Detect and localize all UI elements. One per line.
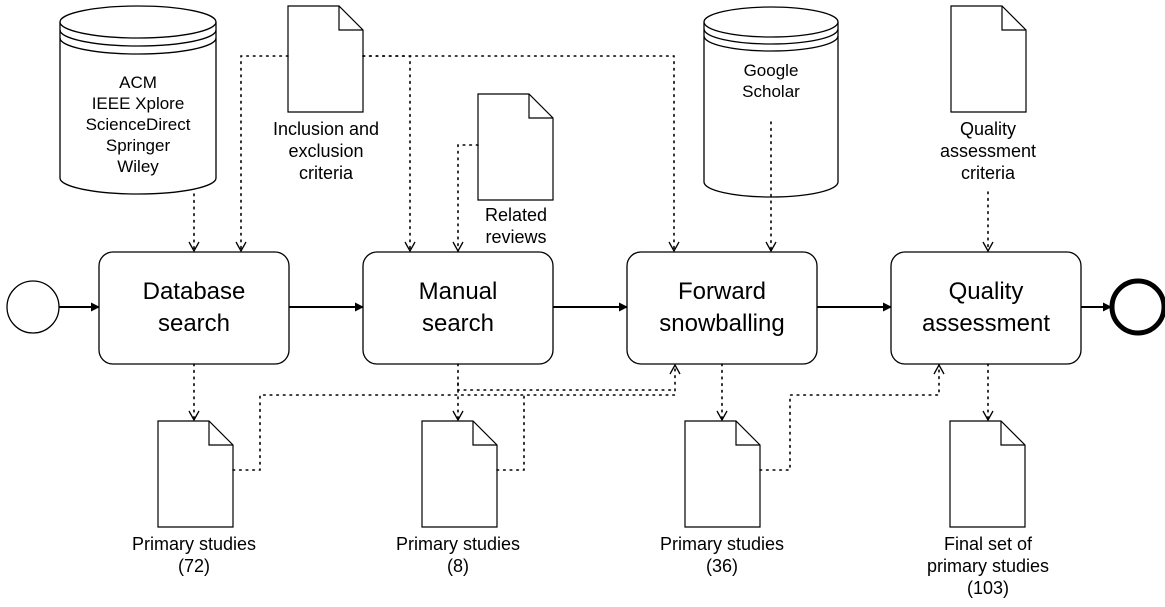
output-103-line-1: Final set of [943, 534, 1033, 554]
output-72-line-2: (72) [177, 556, 210, 576]
assoc-related-reviews-to-manual-search [452, 144, 479, 253]
inclusion-criteria-label: Inclusion and exclusion criteria [246, 118, 406, 184]
assoc-output-36-to-quality [759, 363, 945, 471]
output-103-line-2: primary studies [926, 556, 1050, 576]
task-4-line-1: Quality [948, 278, 1024, 305]
output-8-line-1: Primary studies [395, 534, 521, 554]
task-4-line-2: assessment [921, 310, 1051, 337]
quality-criteria-label: Quality assessment criteria [918, 118, 1058, 184]
source-ieee-xplore: IEEE Xplore [91, 94, 185, 113]
source-springer: Springer [105, 136, 171, 155]
output-8-line-2: (8) [447, 556, 469, 576]
inclusion-line-3: criteria [298, 163, 353, 183]
task-database-search-label: Database search [99, 276, 289, 340]
quality-criteria-document [950, 5, 1027, 113]
source-acm: ACM [119, 73, 157, 92]
output-103-line-3: (103) [966, 578, 1010, 598]
output-72-label: Primary studies (72) [114, 533, 274, 577]
assoc-inclusion-to-forward-snowballing [362, 55, 680, 253]
database-sources-label: ACM IEEE Xplore ScienceDirect Springer W… [60, 72, 216, 177]
assoc-inclusion-to-database-search [235, 55, 289, 253]
task-1-line-2: search [157, 310, 231, 337]
output-36-line-2: (36) [705, 556, 738, 576]
output-document-8 [421, 420, 498, 528]
inclusion-line-1: Inclusion and [272, 119, 380, 139]
related-line-1: Related [484, 205, 548, 225]
quality-criteria-line-1: Quality [959, 119, 1017, 139]
inclusion-line-2: exclusion [288, 141, 364, 161]
output-document-72 [157, 420, 234, 528]
task-3-line-2: snowballing [659, 310, 785, 337]
scholar-line-1: Google [743, 61, 799, 80]
related-reviews-label: Related reviews [466, 204, 566, 248]
output-document-103 [949, 420, 1026, 528]
source-sciencedirect: ScienceDirect [85, 115, 191, 134]
task-forward-snowballing-label: Forward snowballing [627, 276, 817, 340]
task-manual-search-label: Manual search [363, 276, 553, 340]
assoc-output-8-to-forward [496, 394, 525, 471]
inclusion-criteria-document [287, 5, 364, 113]
quality-criteria-line-2: assessment [939, 141, 1037, 161]
source-wiley: Wiley [117, 157, 159, 176]
database-google-scholar [703, 6, 839, 198]
output-36-line-1: Primary studies [659, 534, 785, 554]
quality-criteria-line-3: criteria [960, 163, 1015, 183]
output-8-label: Primary studies (8) [378, 533, 538, 577]
output-document-36 [684, 420, 761, 528]
task-2-line-1: Manual [418, 278, 498, 305]
scholar-line-2: Scholar [742, 82, 800, 101]
related-reviews-document [477, 93, 554, 201]
database-sources [59, 5, 217, 195]
task-1-line-1: Database [142, 278, 246, 305]
output-36-label: Primary studies (36) [642, 533, 802, 577]
assoc-manual-search-to-forward [457, 382, 676, 391]
output-103-label: Final set of primary studies (103) [908, 533, 1068, 599]
task-quality-assessment-label: Quality assessment [891, 276, 1081, 340]
end-event [1109, 278, 1165, 336]
task-3-line-1: Forward [677, 278, 767, 305]
database-google-scholar-label: Google Scholar [704, 60, 838, 102]
related-line-2: reviews [485, 227, 547, 247]
task-2-line-2: search [421, 310, 495, 337]
start-event [6, 280, 60, 334]
output-72-line-1: Primary studies [131, 534, 257, 554]
